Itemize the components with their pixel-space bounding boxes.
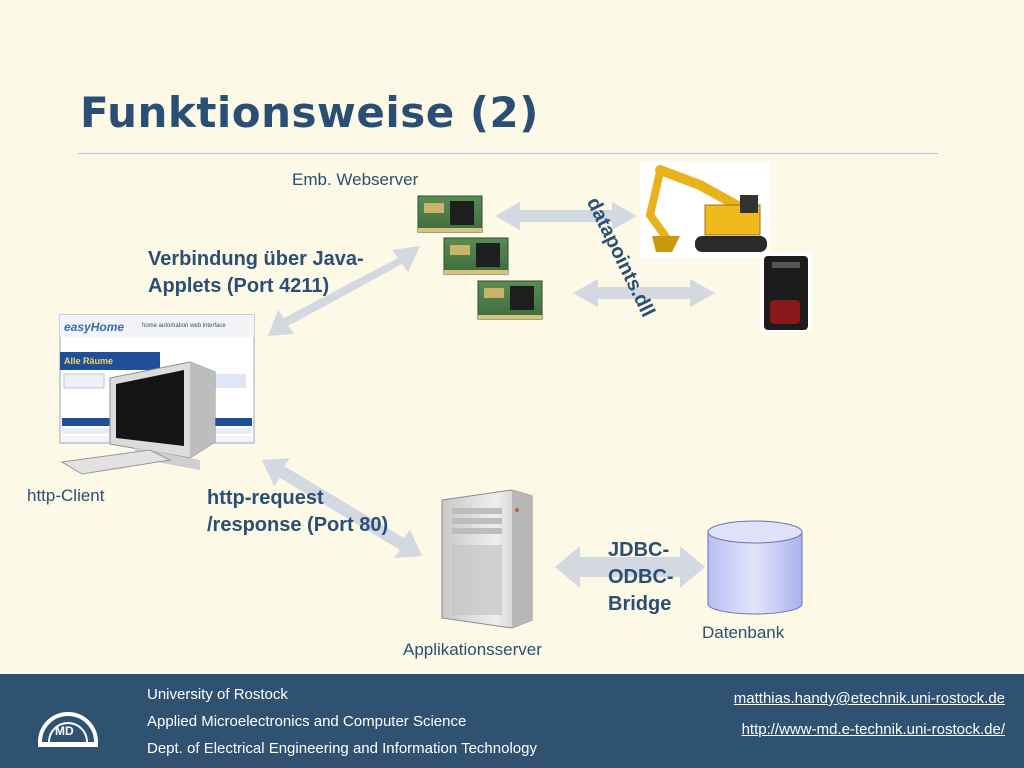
jdbc-label-line2: ODBC-: [608, 566, 674, 588]
webserver-module-2: [443, 237, 509, 275]
footer-email-link[interactable]: matthias.handy@etechnik.uni-rostock.de: [733, 690, 1005, 707]
browser-section: Alle Räume: [64, 356, 114, 366]
java-connection-label-line2: Applets (Port 4211): [148, 275, 330, 297]
footer-department-ame: Applied Microelectronics and Computer Sc…: [147, 713, 467, 730]
browser-logo: easyHome: [64, 320, 125, 334]
arrow-webserver-coffee: [573, 279, 715, 307]
application-server-image: [441, 489, 533, 629]
database-label: Datenbank: [702, 623, 785, 642]
http-request-label-line1: http-request: [207, 487, 324, 509]
database-icon: [707, 520, 803, 615]
title-divider: [78, 153, 938, 154]
http-request-label-line2: /response (Port 80): [207, 514, 389, 536]
computer-monitor-image: [60, 361, 216, 475]
footer-bar: [0, 674, 1024, 768]
arrow-client-appserver: [262, 458, 422, 558]
jdbc-label-line3: Bridge: [608, 593, 672, 615]
footer-university: University of Rostock: [147, 686, 288, 703]
arrow-appserver-database: [555, 546, 705, 588]
webserver-label: Emb. Webserver: [292, 170, 419, 189]
jdbc-label-line1: JDBC-: [608, 539, 670, 561]
excavator-image: [640, 162, 770, 258]
footer-website-link[interactable]: http://www-md.e-technik.uni-rostock.de/: [741, 721, 1005, 738]
java-connection-label-line1: Verbindung über Java-: [148, 248, 364, 270]
http-client-label: http-Client: [27, 486, 105, 505]
md-logo-text: MD: [55, 724, 74, 738]
coffee-machine-image: [760, 252, 812, 332]
arrow-webserver-excavator: [495, 202, 637, 230]
app-server-label: Applikationsserver: [403, 640, 542, 659]
webserver-module-3: [477, 280, 543, 320]
footer-department-eeit: Dept. of Electrical Engineering and Info…: [147, 740, 537, 757]
arrow-client-webserver: [268, 246, 420, 336]
webserver-module-1: [417, 195, 483, 233]
page-title: Funktionsweise (2): [80, 88, 539, 137]
browser-header: home automation web interface: [142, 323, 226, 329]
